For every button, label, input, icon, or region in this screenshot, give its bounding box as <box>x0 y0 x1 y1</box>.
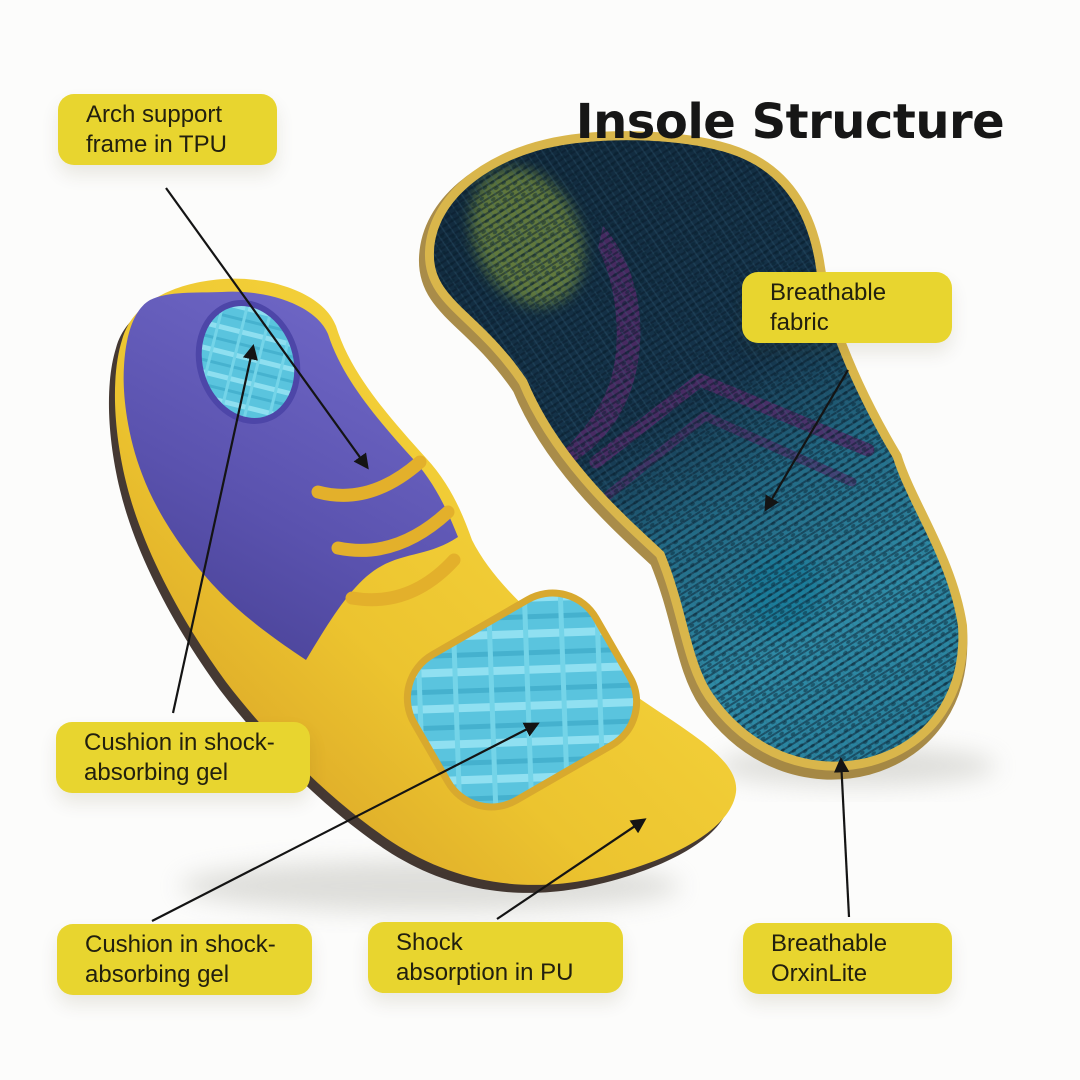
label-breathable-fabric-line1: Breathable <box>770 278 887 306</box>
label-breathable-orxinlite-line2: OrxinLite <box>771 959 868 987</box>
label-breathable-orxinlite-line1: Breathable <box>771 929 888 957</box>
label-arch-support-line1: Arch support <box>86 100 223 128</box>
left-insole-heel-gel <box>195 300 301 424</box>
leader-line-cushion-heel <box>171 343 258 714</box>
label-breathable-orxinlite: Breathable OrxinLite <box>743 923 952 994</box>
leader-line-arch-support <box>165 187 369 470</box>
label-breathable-fabric-line2: fabric <box>770 308 829 336</box>
leader-line-cushion-forefoot <box>151 722 540 922</box>
label-shock-absorption-line2: absorption in PU <box>396 958 574 986</box>
leader-line-breathable-orxinlite <box>833 756 851 918</box>
label-shock-absorption-line1: Shock <box>396 928 463 956</box>
page-title: Insole Structure <box>575 94 1005 150</box>
label-shock-absorption: Shock absorption in PU <box>368 922 623 993</box>
leader-line-breathable-fabric <box>764 369 849 512</box>
label-arch-support-line2: frame in TPU <box>86 130 227 158</box>
label-cushion-heel: Cushion in shock- absorbing gel <box>56 722 310 793</box>
left-insole-flex-slots <box>311 455 461 607</box>
label-cushion-forefoot-line2: absorbing gel <box>85 960 230 988</box>
leader-line-shock-absorption <box>496 818 647 920</box>
label-cushion-forefoot: Cushion in shock- absorbing gel <box>57 924 312 995</box>
label-cushion-heel-line2: absorbing gel <box>84 758 229 786</box>
label-cushion-forefoot-line1: Cushion in shock- <box>85 930 276 958</box>
label-arch-support: Arch support frame in TPU <box>58 94 277 165</box>
left-insole-forefoot-gel <box>403 589 641 811</box>
label-breathable-fabric: Breathable fabric <box>742 272 952 343</box>
label-cushion-heel-line1: Cushion in shock- <box>84 728 275 756</box>
